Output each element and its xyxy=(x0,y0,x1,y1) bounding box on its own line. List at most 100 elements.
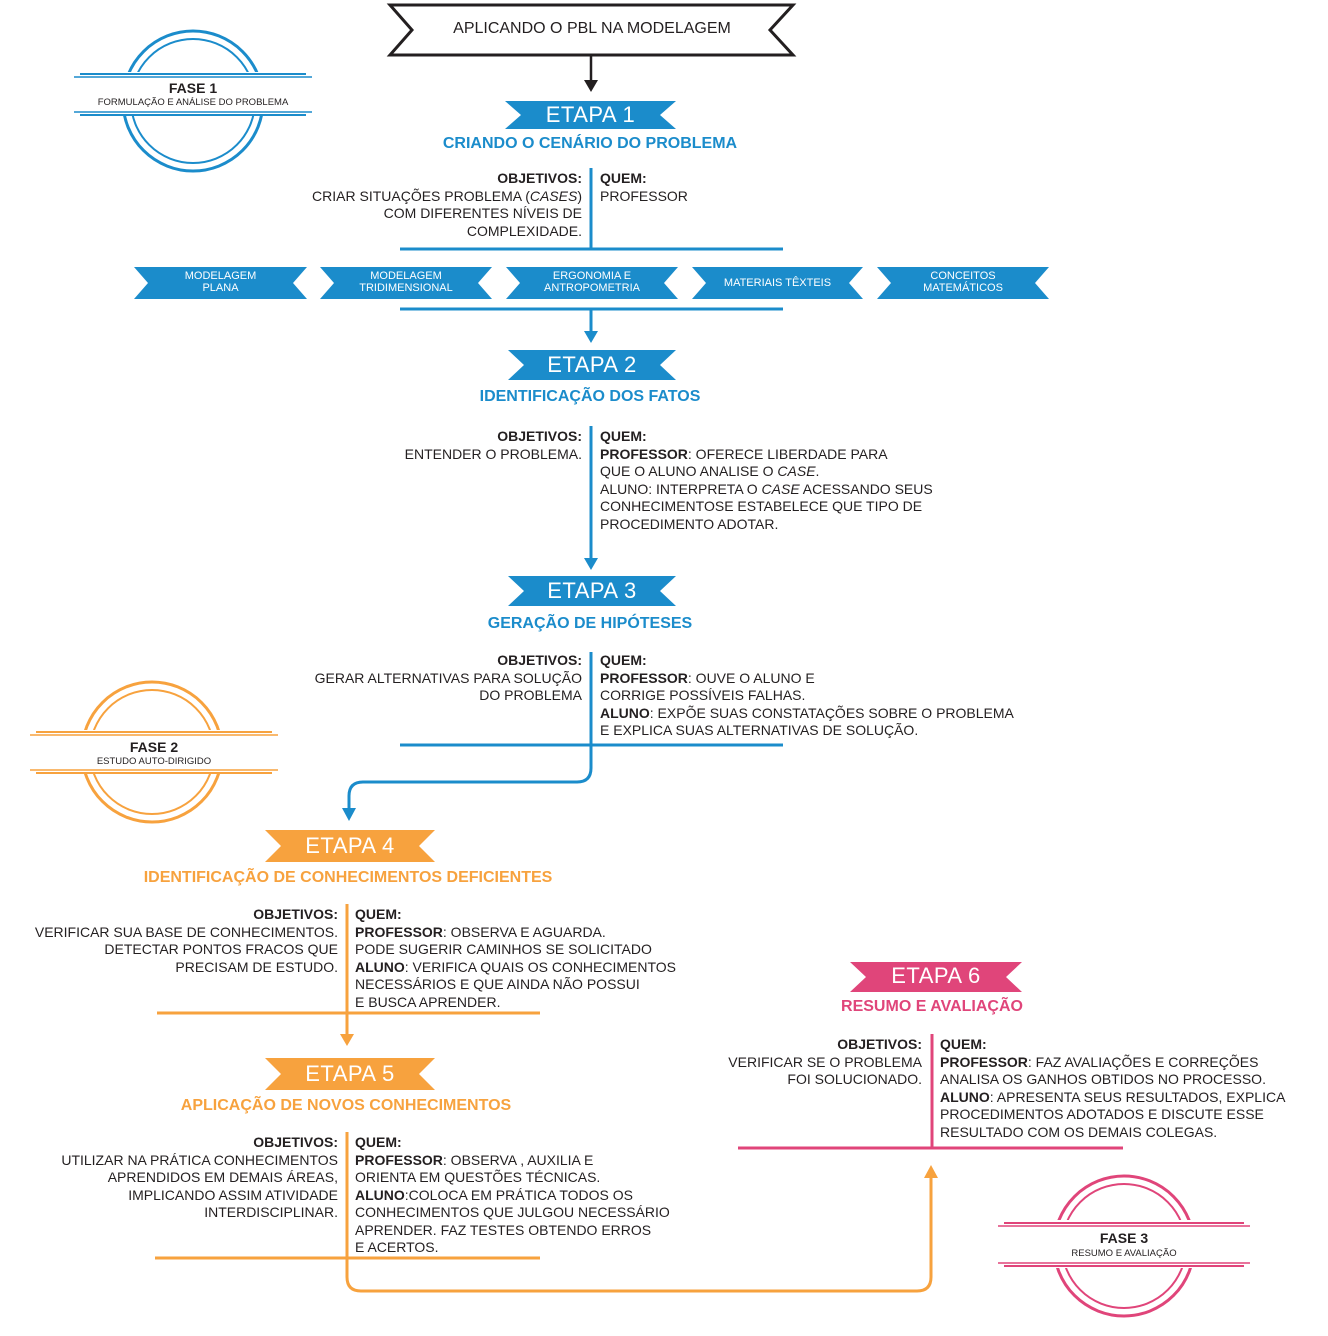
etapa-3-label: ETAPA 3 xyxy=(547,578,637,603)
fase-1-title: FASE 1 xyxy=(168,80,218,96)
areas-arrow-head xyxy=(584,331,598,343)
quem-text: : FAZ AVALIAÇÕES E CORREÇÕES xyxy=(1027,1053,1259,1070)
aluno-label: ALUNO xyxy=(600,704,650,721)
quem-heading: QUEM: xyxy=(355,906,402,922)
header-title: APLICANDO O PBL NA MODELAGEM xyxy=(453,20,731,37)
objetivos-line: VERIFICAR SUA BASE DE CONHECIMENTOS. xyxy=(34,923,338,940)
area-line: ANTROPOMETRIA xyxy=(544,282,640,294)
quem-text: ALUNO: INTERPRETA O xyxy=(600,480,762,497)
professor-label: PROFESSOR xyxy=(940,1053,1028,1070)
etapa-3-arrow-head xyxy=(342,808,356,821)
quem-text: : APRESENTA SEUS RESULTADOS, EXPLICA xyxy=(989,1088,1286,1105)
professor-label: PROFESSOR xyxy=(600,669,688,686)
etapa-3-quem: QUEM: PROFESSOR: OUVE O ALUNO E CORRIGE … xyxy=(600,652,1014,740)
fase-3-title: FASE 3 xyxy=(1099,1230,1149,1246)
quem-line: RESULTADO COM OS DEMAIS COLEGAS. xyxy=(940,1123,1218,1140)
area-ribbon-4 xyxy=(692,267,863,299)
objetivos-heading: OBJETIVOS: xyxy=(253,906,338,922)
etapa-1-title: CRIANDO O CENÁRIO DO PROBLEMA xyxy=(442,135,738,152)
fase-2-subtitle: ESTUDO AUTO-DIRIGIDO xyxy=(96,756,212,767)
quem-line: CONHECIMENTOSE ESTABELECE QUE TIPO DE xyxy=(600,498,923,514)
aluno-label: ALUNO xyxy=(940,1088,990,1105)
objetivos-line: DO PROBLEMA xyxy=(479,687,582,703)
etapa-4-arrow-head xyxy=(340,1034,354,1046)
etapa-2-label: ETAPA 2 xyxy=(547,352,637,377)
quem-line: E ACERTOS. xyxy=(355,1239,439,1255)
quem-heading: QUEM: xyxy=(940,1036,987,1052)
etapa-4-objetivos: OBJETIVOS: VERIFICAR SUA BASE DE CONHECI… xyxy=(0,906,338,976)
etapa-6-title: RESUMO E AVALIAÇÃO xyxy=(841,998,1023,1015)
quem-line: PROFESSOR: OFERECE LIBERDADE PARA xyxy=(600,446,933,464)
quem-line: ORIENTA EM QUESTÕES TÉCNICAS. xyxy=(355,1169,601,1185)
objetivos-line: ENTENDER O PROBLEMA. xyxy=(404,445,582,462)
quem-line: PROFESSOR: OBSERVA , AUXILIA E xyxy=(355,1152,670,1170)
fase-3-subtitle: RESUMO E AVALIAÇÃO xyxy=(1071,1248,1177,1259)
quem-line: CORRIGE POSSÍVEIS FALHAS. xyxy=(600,687,806,703)
quem-line: ALUNO:COLOCA EM PRÁTICA TODOS OS xyxy=(355,1187,670,1205)
etapa-1-objetivos: OBJETIVOS: CRIAR SITUAÇÕES PROBLEMA (CAS… xyxy=(200,170,582,240)
etapa-5-label: ETAPA 5 xyxy=(305,1061,395,1086)
fase-3-seal xyxy=(998,1174,1250,1318)
area-line: MODELAGEM xyxy=(370,270,442,282)
quem-line: PROFESSOR: OUVE O ALUNO E xyxy=(600,670,1014,688)
quem-text: : OBSERVA , AUXILIA E xyxy=(442,1151,594,1168)
objetivos-heading: OBJETIVOS: xyxy=(837,1036,922,1052)
objetivos-line: CRIAR SITUAÇÕES PROBLEMA (CASES) xyxy=(200,188,582,206)
etapa-3-connector xyxy=(347,745,593,810)
objetivos-line: COM DIFERENTES NÍVEIS DE xyxy=(383,205,582,221)
area-line: MATEMÁTICOS xyxy=(923,282,1003,294)
objetivos-text: CRIAR SITUAÇÕES PROBLEMA ( xyxy=(312,187,530,204)
quem-line: E BUSCA APRENDER. xyxy=(355,993,501,1010)
quem-text: : OBSERVA E AGUARDA. xyxy=(442,923,606,940)
quem-text: :COLOCA EM PRÁTICA TODOS OS xyxy=(404,1186,633,1203)
quem-line: PROCEDIMENTOS ADOTADOS E DISCUTE ESSE xyxy=(940,1106,1264,1122)
quem-heading: QUEM: xyxy=(600,170,647,186)
objetivos-line: INTERDISCIPLINAR. xyxy=(204,1204,338,1220)
quem-text: : OFERECE LIBERDADE PARA xyxy=(687,445,888,462)
objetivos-italic: CASES xyxy=(529,187,578,204)
etapa-5-ribbon xyxy=(265,1058,435,1090)
area-ribbon-5 xyxy=(877,267,1049,299)
header-banner-shape xyxy=(386,3,797,57)
objetivos-line: COMPLEXIDADE. xyxy=(466,222,582,239)
quem-italic: CASE xyxy=(761,480,800,497)
quem-line: CONHECIMENTOS QUE JULGOU NECESSÁRIO xyxy=(355,1204,670,1220)
quem-text: QUE O ALUNO ANALISE O xyxy=(600,463,778,479)
etapa-6-objetivos: OBJETIVOS: VERIFICAR SE O PROBLEMA FOI S… xyxy=(600,1036,922,1089)
quem-line: QUE O ALUNO ANALISE O CASE. xyxy=(600,463,933,481)
quem-text: : EXPÕE SUAS CONSTATAÇÕES SOBRE O PROBLE… xyxy=(649,704,1014,721)
fase-2-seal xyxy=(30,680,280,824)
professor-label: PROFESSOR xyxy=(600,445,688,462)
quem-line: ANALISA OS GANHOS OBTIDOS NO PROCESSO. xyxy=(940,1071,1266,1087)
area-line: PLANA xyxy=(202,282,239,294)
objetivos-heading: OBJETIVOS: xyxy=(497,170,582,186)
quem-text: ACESSANDO SEUS xyxy=(799,480,933,497)
etapa-1-quem: QUEM: PROFESSOR xyxy=(600,170,688,205)
etapa-2-ribbon xyxy=(508,350,676,380)
etapa-4-title: IDENTIFICAÇÃO DE CONHECIMENTOS DEFICIENT… xyxy=(143,869,553,886)
area-line: CONCEITOS xyxy=(930,270,996,282)
etapa-2-arrow-head xyxy=(584,558,598,570)
etapa-6-quem: QUEM: PROFESSOR: FAZ AVALIAÇÕES E CORREÇ… xyxy=(940,1036,1285,1141)
aluno-label: ALUNO xyxy=(355,1186,405,1203)
quem-line: ALUNO: APRESENTA SEUS RESULTADOS, EXPLIC… xyxy=(940,1089,1285,1107)
quem-line: PROCEDIMENTO ADOTAR. xyxy=(600,515,779,532)
quem-line: NECESSÁRIOS E QUE AINDA NÃO POSSUI xyxy=(355,976,640,992)
etapa-6-ribbon xyxy=(850,962,1022,992)
objetivos-line: IMPLICANDO ASSIM ATIVIDADE xyxy=(128,1186,338,1203)
header-arrow-head xyxy=(584,80,598,92)
professor-label: PROFESSOR xyxy=(355,923,443,940)
etapa-4-label: ETAPA 4 xyxy=(305,833,395,858)
quem-text: . xyxy=(815,463,820,479)
professor-label: PROFESSOR xyxy=(355,1151,443,1168)
area-ribbon-3 xyxy=(506,267,678,299)
objetivos-line: PRECISAM DE ESTUDO. xyxy=(175,958,338,975)
etapa-5-title: APLICAÇÃO DE NOVOS CONHECIMENTOS xyxy=(180,1097,512,1114)
objetivos-line: FOI SOLUCIONADO. xyxy=(787,1071,922,1087)
area-line: MATERIAIS TÊXTEIS xyxy=(723,277,832,289)
